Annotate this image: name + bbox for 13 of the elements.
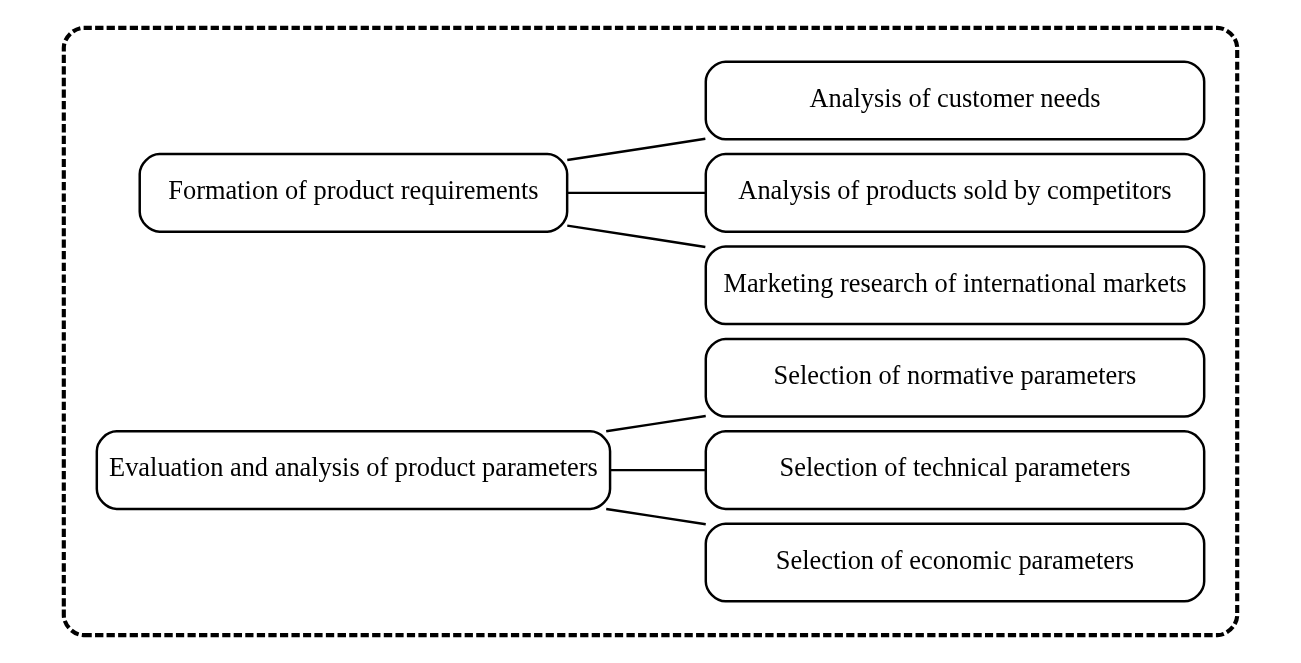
node-box: Selection of technical parameters [704,430,1206,511]
node-box: Selection of economic parameters [704,522,1206,603]
node-box: Analysis of products sold by competitors [704,152,1206,233]
connector [606,414,706,433]
connector [606,507,706,526]
node-box: Marketing research of international markets [704,245,1206,326]
node-box: Selection of normative parameters [704,337,1206,418]
node-box: Evaluation and analysis of product parameters [95,430,612,511]
connector [567,191,706,195]
cluster [61,25,1240,638]
node-box: Analysis of customer needs [704,60,1206,141]
connector [610,468,706,472]
node-box: Formation of product requirements [138,152,569,233]
